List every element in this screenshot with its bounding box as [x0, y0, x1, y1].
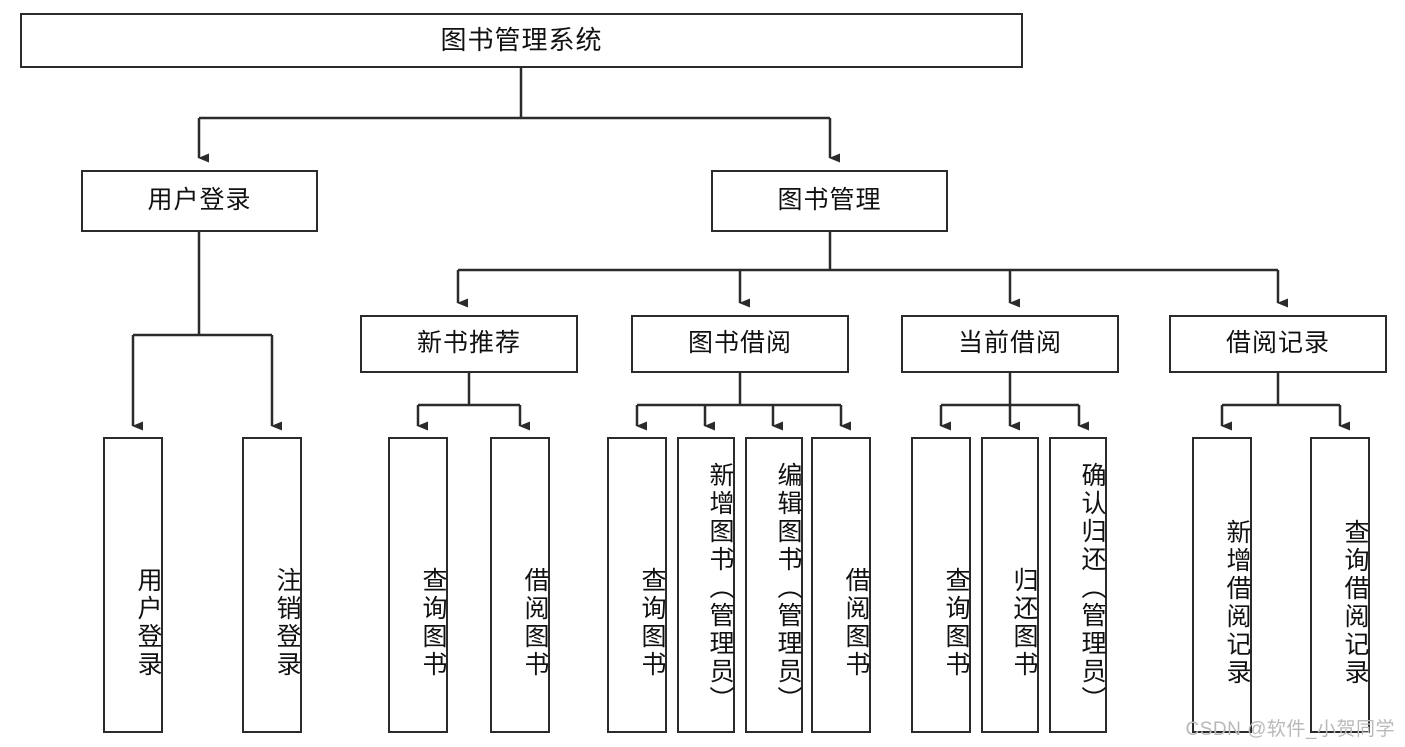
node-label: 借阅图书 [842, 567, 870, 679]
node-leaf-return-book[interactable]: 归还图书 [981, 437, 1039, 733]
node-label: 图书借阅 [687, 329, 792, 358]
node-leaf-user-login[interactable]: 用户登录 [103, 437, 163, 733]
node-label: 查询图书 [638, 567, 666, 679]
node-leaf-query-book-recommend[interactable]: 查询图书 [388, 437, 448, 733]
node-leaf-query-book-borrow[interactable]: 查询图书 [607, 437, 667, 733]
node-leaf-borrow-book-recommend[interactable]: 借阅图书 [490, 437, 550, 733]
node-label: 当前借阅 [957, 329, 1062, 358]
node-current-borrow[interactable]: 当前借阅 [901, 315, 1119, 373]
node-leaf-query-borrow-record[interactable]: 查询借阅记录 [1310, 437, 1370, 733]
node-user-login[interactable]: 用户登录 [81, 170, 318, 232]
node-label: 编辑图书（管理员） [774, 462, 802, 714]
node-borrow-record[interactable]: 借阅记录 [1169, 315, 1387, 373]
node-label: 注销登录 [273, 567, 301, 679]
node-label: 查询图书 [942, 567, 970, 679]
node-label: 用户登录 [147, 186, 252, 215]
node-label: 图书管理系统 [440, 25, 603, 56]
node-label: 借阅图书 [521, 567, 549, 679]
node-leaf-edit-book-admin[interactable]: 编辑图书（管理员） [745, 437, 803, 733]
node-label: 新书推荐 [416, 329, 521, 358]
node-book-borrow[interactable]: 图书借阅 [631, 315, 849, 373]
node-label: 新增图书（管理员） [706, 462, 734, 714]
node-label: 图书管理 [777, 186, 882, 215]
node-leaf-borrow-book[interactable]: 借阅图书 [811, 437, 871, 733]
node-leaf-logout[interactable]: 注销登录 [242, 437, 302, 733]
node-book-management-system[interactable]: 图书管理系统 [20, 13, 1023, 68]
node-label: 用户登录 [134, 567, 162, 679]
node-leaf-add-book-admin[interactable]: 新增图书（管理员） [677, 437, 735, 733]
node-book-management[interactable]: 图书管理 [711, 170, 948, 232]
csdn-watermark: CSDN @软件_小贺同学 [1185, 719, 1395, 740]
node-leaf-add-borrow-record[interactable]: 新增借阅记录 [1192, 437, 1252, 733]
node-label: 查询借阅记录 [1341, 519, 1369, 687]
node-leaf-query-book-current[interactable]: 查询图书 [911, 437, 971, 733]
node-label: 查询图书 [419, 567, 447, 679]
node-label: 新增借阅记录 [1223, 519, 1251, 687]
node-label: 借阅记录 [1225, 329, 1330, 358]
node-leaf-confirm-return-admin[interactable]: 确认归还（管理员） [1049, 437, 1107, 733]
node-label: 归还图书 [1010, 567, 1038, 679]
node-new-book-recommend[interactable]: 新书推荐 [360, 315, 578, 373]
node-label: 确认归还（管理员） [1078, 462, 1106, 714]
